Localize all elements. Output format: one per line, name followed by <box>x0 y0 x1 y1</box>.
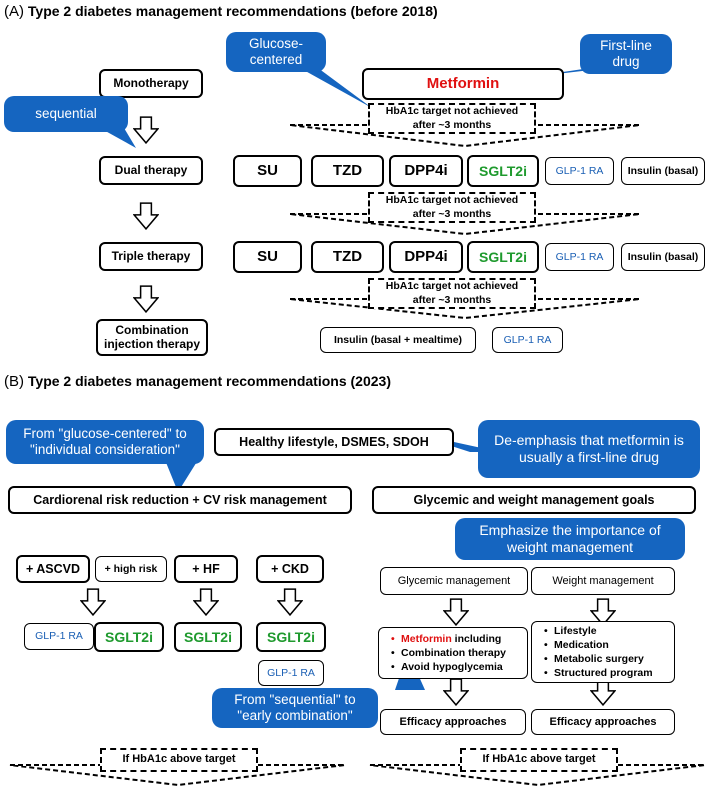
part-b-label: (B) <box>4 373 24 390</box>
arrow-glycemic-efficacy <box>443 678 469 706</box>
stage-dual-therapy: Dual therapy <box>99 156 203 185</box>
weight-item-surgery: Metabolic surgery <box>544 652 653 666</box>
triple-glp1ra: GLP-1 RA <box>545 243 614 271</box>
ckd-sglt2i: SGLT2i <box>256 622 326 652</box>
callout-glucose-centered: Glucose-centered <box>226 32 326 72</box>
part-a-title: Type 2 diabetes management recommendatio… <box>27 3 438 19</box>
dual-insulin-basal: Insulin (basal) <box>621 157 705 185</box>
triple-insulin-basal: Insulin (basal) <box>621 243 705 271</box>
triple-sglt2i: SGLT2i <box>467 241 539 273</box>
triple-dpp4i: DPP4i <box>389 241 463 273</box>
hba1c-note-2-line1: HbA1c target not achieved <box>385 194 519 207</box>
injection-insulin-mealtime: Insulin (basal + mealtime) <box>320 327 476 353</box>
glycemic-item-combination: Combination therapy <box>391 646 506 660</box>
arrow-triple-to-injection <box>133 285 159 313</box>
hba1c-note-3-line2: after ~3 months <box>412 293 492 306</box>
arrow-hf <box>193 588 219 616</box>
dual-su: SU <box>233 155 302 187</box>
hba1c-note-2-line2: after ~3 months <box>412 207 492 220</box>
glycemic-management-box: Glycemic management <box>380 567 528 595</box>
dual-sglt2i: SGLT2i <box>467 155 539 187</box>
metformin-box: Metformin <box>362 68 564 100</box>
injection-glp1ra: GLP-1 RA <box>492 327 563 353</box>
triple-su: SU <box>233 241 302 273</box>
part-b-title: Type 2 diabetes management recommendatio… <box>27 373 391 389</box>
arrow-ascvd <box>80 588 106 616</box>
stage-monotherapy: Monotherapy <box>99 69 203 98</box>
stage-triple-therapy: Triple therapy <box>99 242 203 271</box>
callout-deemphasis: De-emphasis that metformin is usually a … <box>478 420 700 478</box>
metformin-including-text: including <box>451 632 502 645</box>
callout-early-combination: From "sequential" to "early combination" <box>212 688 378 728</box>
ckd-glp1ra: GLP-1 RA <box>258 660 324 686</box>
glycemic-goals-box: Glycemic and weight management goals <box>372 486 696 514</box>
weight-item-lifestyle: Lifestyle <box>544 624 653 638</box>
ascvd-sglt2i: SGLT2i <box>94 622 164 652</box>
condition-ckd: + CKD <box>256 555 324 583</box>
weight-list-box: Lifestyle Medication Metabolic surgery S… <box>531 621 675 683</box>
ascvd-glp1ra: GLP-1 RA <box>24 623 94 650</box>
part-b-heading: (B) Type 2 diabetes management recommend… <box>4 373 391 390</box>
callout-tail-sequential <box>100 128 136 148</box>
part-a-heading: (A) Type 2 diabetes management recommend… <box>4 3 438 20</box>
hba1c-note-1-line2: after ~3 months <box>412 118 492 131</box>
arrow-glycemic <box>443 598 469 626</box>
healthy-lifestyle-box: Healthy lifestyle, DSMES, SDOH <box>214 428 454 456</box>
dashed-arrow-b-right <box>369 764 706 787</box>
weight-management-box: Weight management <box>531 567 675 595</box>
callout-tail-individual <box>165 460 198 492</box>
callout-first-line: First-line drug <box>580 34 672 74</box>
part-a-label: (A) <box>4 3 24 20</box>
callout-weight-importance: Emphasize the importance of weight manag… <box>455 518 685 560</box>
glycemic-list: Metformin including Combination therapy … <box>389 632 506 675</box>
arrow-mono-to-dual <box>133 116 159 144</box>
hba1c-above-left: If HbA1c above target <box>100 748 258 772</box>
dual-glp1ra: GLP-1 RA <box>545 157 614 185</box>
dashed-arrow-b-left <box>9 764 346 787</box>
hba1c-note-1-line1: HbA1c target not achieved <box>385 105 519 118</box>
weight-item-structured: Structured program <box>544 666 653 680</box>
glycemic-item-metformin: Metformin including <box>391 632 506 646</box>
efficacy-weight: Efficacy approaches <box>531 709 675 735</box>
cardiorenal-box: Cardiorenal risk reduction + CV risk man… <box>8 486 352 514</box>
glycemic-item-hypoglycemia: Avoid hypoglycemia <box>391 660 506 674</box>
callout-individual-consideration: From "glucose-centered" to "individual c… <box>6 420 204 464</box>
hf-sglt2i: SGLT2i <box>174 622 242 652</box>
dual-dpp4i: DPP4i <box>389 155 463 187</box>
callout-sequential: sequential <box>4 96 128 132</box>
arrow-ckd <box>277 588 303 616</box>
hba1c-above-right: If HbA1c above target <box>460 748 618 772</box>
glycemic-list-box: Metformin including Combination therapy … <box>378 627 528 679</box>
condition-hf: + HF <box>174 555 238 583</box>
stage-combination-injection: Combination injection therapy <box>96 319 208 356</box>
hba1c-note-3-line1: HbA1c target not achieved <box>385 280 519 293</box>
condition-high-risk: + high risk <box>95 556 167 582</box>
metformin-text: Metformin <box>401 632 452 645</box>
triple-tzd: TZD <box>311 241 384 273</box>
dual-tzd: TZD <box>311 155 384 187</box>
weight-item-medication: Medication <box>544 638 653 652</box>
arrow-dual-to-triple <box>133 202 159 230</box>
efficacy-glycemic: Efficacy approaches <box>380 709 526 735</box>
condition-ascvd: + ASCVD <box>16 555 90 583</box>
callout-tail-glucose <box>300 68 372 108</box>
weight-list: Lifestyle Medication Metabolic surgery S… <box>542 624 653 681</box>
